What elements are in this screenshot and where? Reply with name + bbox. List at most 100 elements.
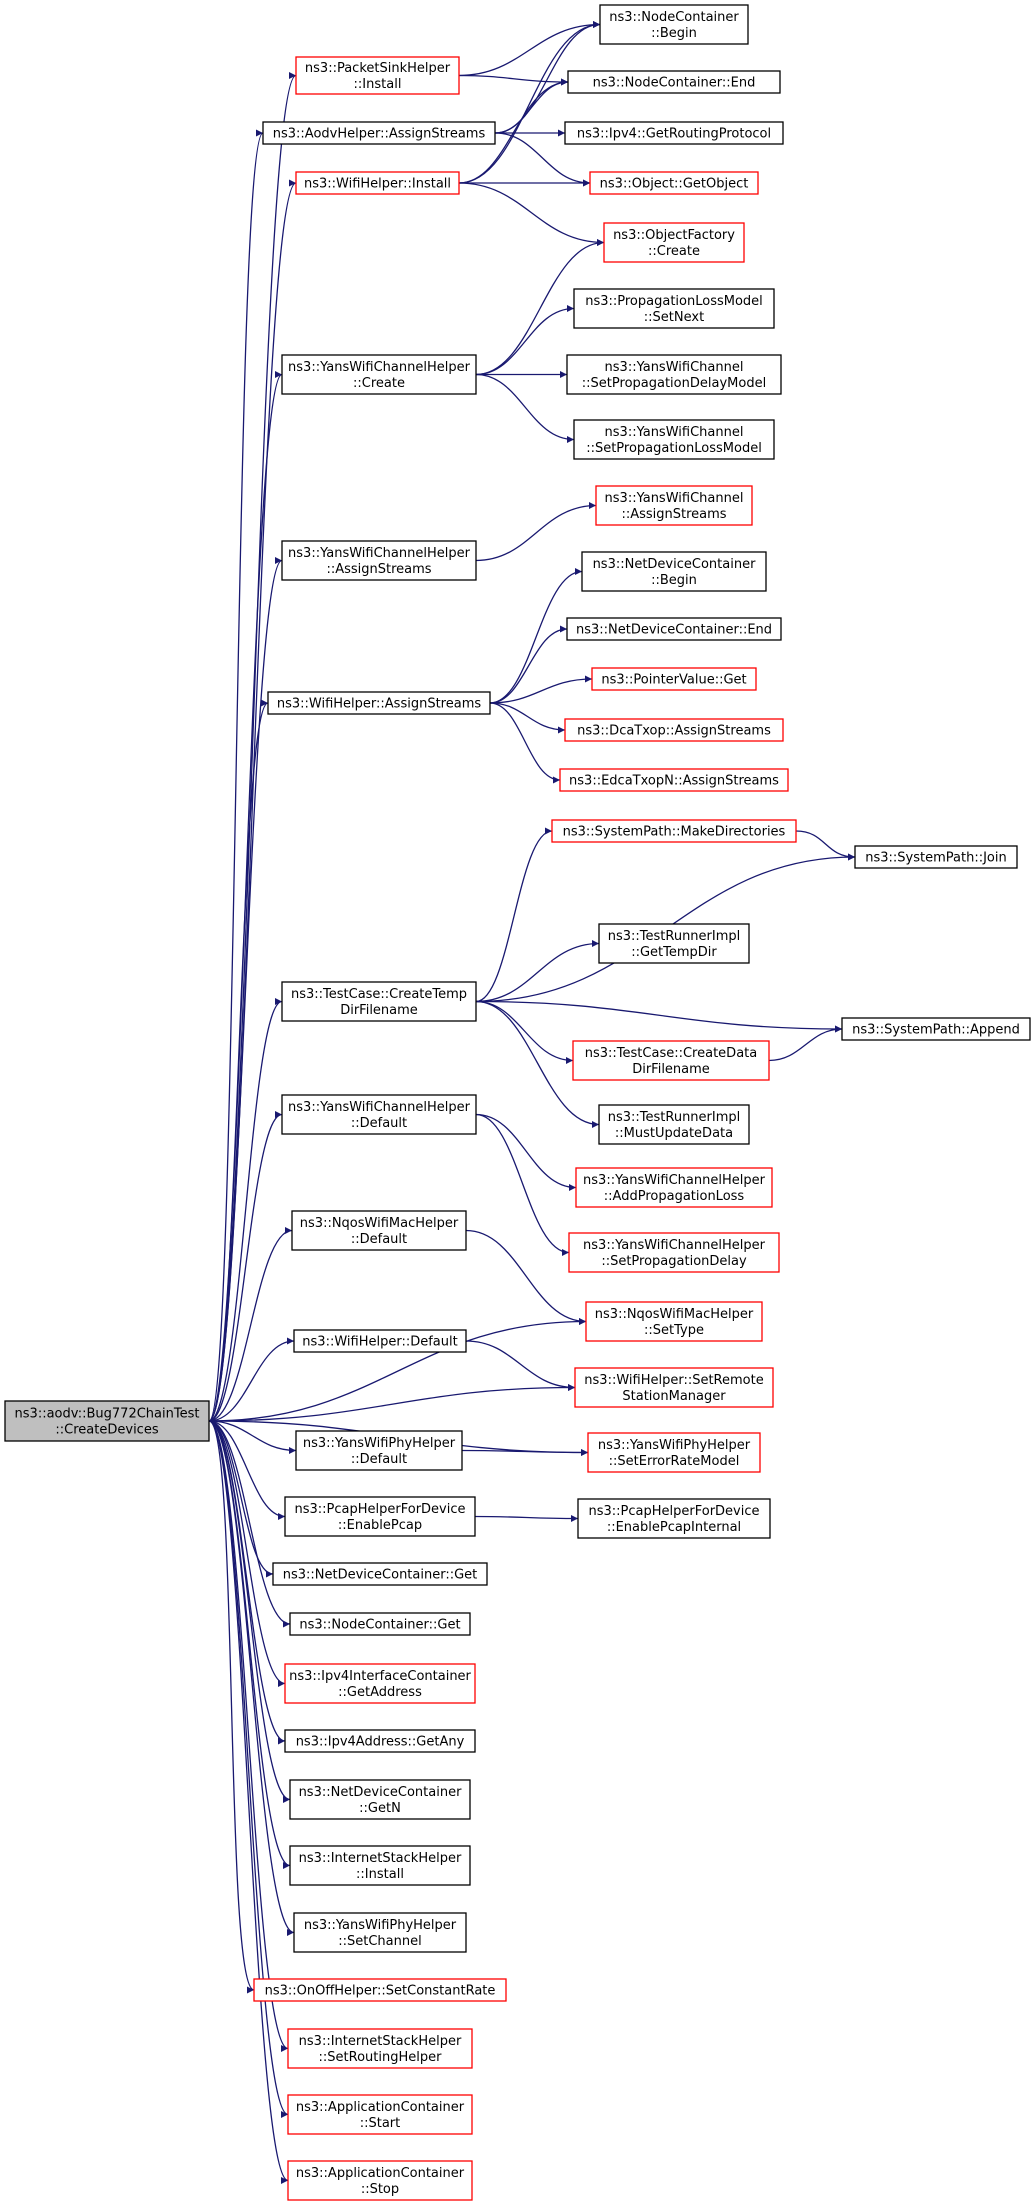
node-ndc-getn[interactable]: ns3::NetDeviceContainer::GetN	[289, 1779, 471, 1820]
edge-path	[208, 1420, 291, 1869]
node-nqos-settype[interactable]: ns3::NqosWifiMacHelper::SetType	[585, 1301, 763, 1342]
edge-root-to-pcap-enable	[208, 1420, 286, 1520]
node-box	[267, 691, 491, 715]
node-label: ns3::TestRunnerImpl	[608, 929, 741, 944]
node-ywch-assign[interactable]: ns3::YansWifiChannelHelper::AssignStream…	[281, 540, 477, 581]
node-ywph-default[interactable]: ns3::YansWifiPhyHelper::Default	[295, 1430, 463, 1471]
node-ywc-setloss[interactable]: ns3::YansWifiChannel::SetPropagationLoss…	[573, 419, 775, 460]
node-label: ::SetPropagationDelayModel	[582, 376, 766, 391]
node-root[interactable]: ns3::aodv::Bug772ChainTest::CreateDevice…	[4, 1400, 210, 1442]
node-box	[287, 2160, 473, 2201]
node-label: ::Create	[648, 244, 700, 259]
node-sp-mkdirs[interactable]: ns3::SystemPath::MakeDirectories	[551, 819, 797, 843]
edge-path	[208, 1111, 283, 1422]
edge-tc-tempdir-to-tc-datadir	[475, 1000, 574, 1064]
node-box	[295, 1430, 463, 1471]
node-ywch-create[interactable]: ns3::YansWifiChannelHelper::Create	[281, 354, 477, 395]
node-ywc-assign[interactable]: ns3::YansWifiChannel::AssignStreams	[595, 485, 753, 526]
node-ac-stop[interactable]: ns3::ApplicationContainer::Stop	[287, 2160, 473, 2201]
node-box	[564, 718, 784, 742]
node-label: ns3::AodvHelper::AssignStreams	[273, 127, 486, 142]
node-label: ns3::PcapHelperForDevice	[589, 1504, 760, 1519]
node-ywc-setdelay[interactable]: ns3::YansWifiChannel::SetPropagationDela…	[566, 354, 782, 395]
edge-path	[208, 998, 283, 1422]
node-psh-install[interactable]: ns3::PacketSinkHelper::Install	[295, 56, 460, 95]
node-ipv4-grp[interactable]: ns3::Ipv4::GetRoutingProtocol	[564, 121, 784, 145]
edge-path	[458, 78, 569, 184]
node-pv-get[interactable]: ns3::PointerValue::Get	[591, 667, 757, 691]
node-box	[587, 1432, 761, 1473]
node-ndc-end[interactable]: ns3::NetDeviceContainer::End	[566, 617, 782, 641]
node-plm-setnext[interactable]: ns3::PropagationLossModel::SetNext	[573, 288, 775, 329]
node-dca-assign[interactable]: ns3::DcaTxop::AssignStreams	[564, 718, 784, 742]
node-label: ns3::YansWifiChannelHelper	[583, 1173, 766, 1188]
node-label: ::EnablePcapInternal	[607, 1520, 741, 1535]
edge-ywch-create-to-plm-setnext	[475, 305, 575, 376]
node-tri-mustupd[interactable]: ns3::TestRunnerImpl::MustUpdateData	[598, 1104, 750, 1145]
node-obj-get[interactable]: ns3::Object::GetObject	[589, 171, 759, 195]
node-label: ::Install	[356, 1867, 404, 1882]
edge-path	[465, 1229, 587, 1325]
node-nc-get[interactable]: ns3::NodeContainer::Get	[289, 1612, 471, 1636]
node-wifi-default[interactable]: ns3::WifiHelper::Default	[293, 1329, 467, 1353]
node-nqos-default[interactable]: ns3::NqosWifiMacHelper::Default	[291, 1210, 467, 1251]
node-ywch-setdelay[interactable]: ns3::YansWifiChannelHelper::SetPropagati…	[568, 1232, 780, 1273]
node-tri-tempdir[interactable]: ns3::TestRunnerImpl::GetTempDir	[598, 923, 750, 964]
node-label: ::Begin	[651, 573, 697, 588]
edge-root-to-ish-install	[208, 1420, 291, 1869]
node-wifi-assign[interactable]: ns3::WifiHelper::AssignStreams	[267, 691, 491, 715]
edge-psh-install-to-nc-end	[458, 74, 569, 86]
node-ndc-get[interactable]: ns3::NetDeviceContainer::Get	[272, 1562, 488, 1586]
node-ipv4ic-addr[interactable]: ns3::Ipv4InterfaceContainer::GetAddress	[284, 1663, 476, 1704]
node-onoff-rate[interactable]: ns3::OnOffHelper::SetConstantRate	[253, 1978, 507, 2002]
edge-path	[208, 1420, 255, 1994]
node-wifi-install[interactable]: ns3::WifiHelper::Install	[295, 171, 460, 195]
node-ywph-seterr[interactable]: ns3::YansWifiPhyHelper::SetErrorRateMode…	[587, 1432, 761, 1473]
edge-path	[458, 21, 601, 184]
node-nc-end[interactable]: ns3::NodeContainer::End	[567, 70, 781, 94]
node-label: ::Default	[351, 1116, 407, 1131]
node-ish-routing[interactable]: ns3::InternetStackHelper::SetRoutingHelp…	[287, 2028, 473, 2069]
node-label: ns3::YansWifiChannel	[605, 360, 744, 375]
node-box	[566, 617, 782, 641]
node-ywph-setch[interactable]: ns3::YansWifiPhyHelper::SetChannel	[293, 1912, 467, 1953]
node-ac-start[interactable]: ns3::ApplicationContainer::Start	[287, 2094, 473, 2135]
node-label: ::MustUpdateData	[615, 1126, 733, 1141]
edge-ywch-assign-to-ywc-assign	[475, 502, 597, 562]
edge-path	[208, 1420, 291, 1628]
node-box	[603, 222, 745, 263]
node-pcap-enable[interactable]: ns3::PcapHelperForDevice::EnablePcap	[284, 1496, 476, 1537]
node-sp-join[interactable]: ns3::SystemPath::Join	[854, 845, 1018, 869]
node-box	[598, 923, 750, 964]
edge-ywch-default-to-ywch-setdelay	[475, 1113, 570, 1256]
node-edca-assign[interactable]: ns3::EdcaTxopN::AssignStreams	[559, 768, 789, 792]
node-ywch-addloss[interactable]: ns3::YansWifiChannelHelper::AddPropagati…	[575, 1167, 773, 1208]
edge-aodv-assign-to-obj-get	[494, 132, 591, 187]
node-ndc-begin[interactable]: ns3::NetDeviceContainer::Begin	[581, 551, 767, 592]
node-nc-begin[interactable]: ns3::NodeContainer::Begin	[599, 4, 749, 45]
node-of-create[interactable]: ns3::ObjectFactory::Create	[603, 222, 745, 263]
node-pcap-internal[interactable]: ns3::PcapHelperForDevice::EnablePcapInte…	[577, 1498, 771, 1539]
node-label: ns3::TestCase::CreateData	[585, 1046, 757, 1061]
node-label: ns3::ObjectFactory	[613, 228, 735, 243]
node-label: ns3::NqosWifiMacHelper	[595, 1307, 754, 1322]
node-aodv-assign[interactable]: ns3::AodvHelper::AssignStreams	[262, 121, 496, 145]
edge-path	[494, 78, 569, 134]
node-box	[598, 1104, 750, 1145]
node-box	[293, 1329, 467, 1353]
node-label: ns3::NqosWifiMacHelper	[300, 1216, 459, 1231]
edge-path	[475, 940, 600, 1003]
node-label: ns3::InternetStackHelper	[299, 2034, 462, 2049]
node-box	[284, 1729, 476, 1753]
edge-path	[795, 830, 856, 861]
node-sp-append[interactable]: ns3::SystemPath::Append	[841, 1017, 1031, 1041]
edge-root-to-ywch-default	[208, 1111, 283, 1422]
node-label: ::SetNext	[644, 310, 704, 325]
node-ywch-default[interactable]: ns3::YansWifiChannelHelper::Default	[281, 1094, 477, 1135]
node-ipv4a-any[interactable]: ns3::Ipv4Address::GetAny	[284, 1729, 476, 1753]
node-box	[293, 1912, 467, 1953]
node-ish-install[interactable]: ns3::InternetStackHelper::Install	[289, 1845, 471, 1886]
